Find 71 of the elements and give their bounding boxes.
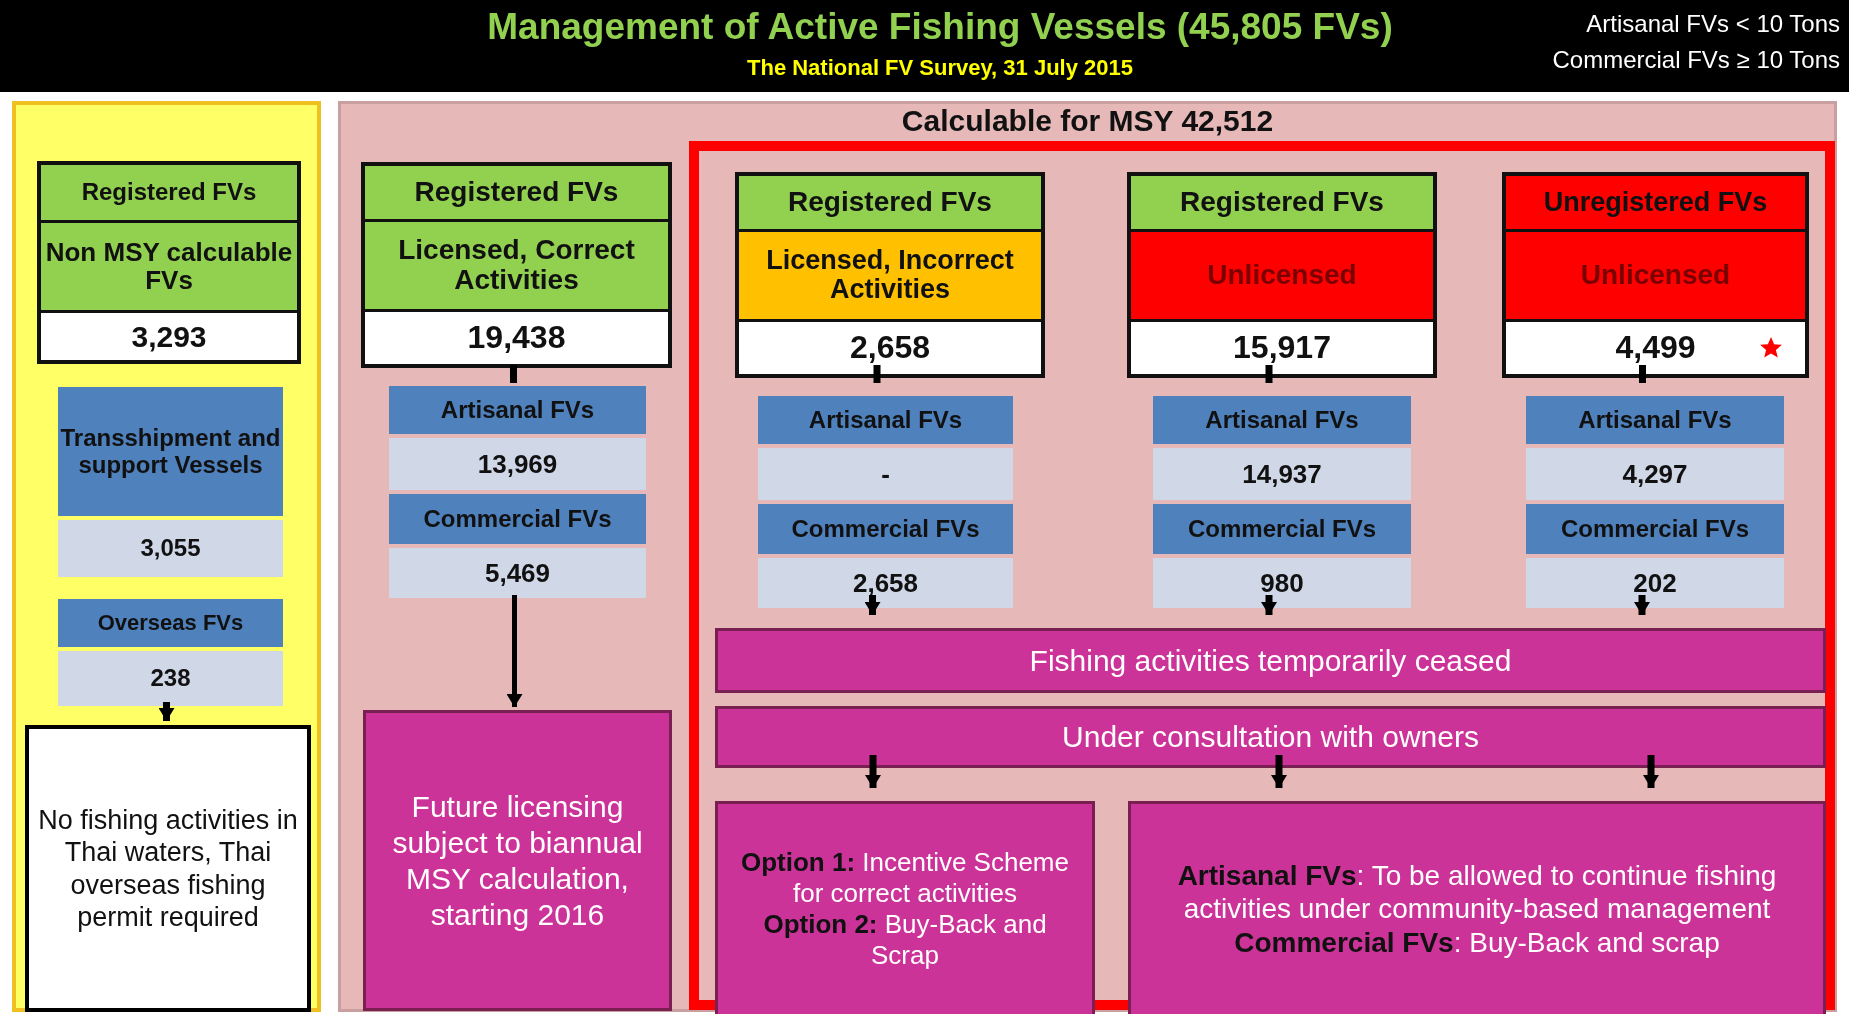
status-label: Licensed, Incorrect Activities (739, 232, 1041, 319)
category-label: Transshipment and support Vessels (58, 387, 283, 517)
count-value: 238 (58, 651, 283, 706)
process-box (715, 801, 1095, 1014)
count-value: 2,658 (758, 558, 1013, 608)
count-value: 2,658 (739, 321, 1041, 374)
category-header: Unregistered FVs (1506, 176, 1805, 230)
status-label: Non MSY calculable FVs (41, 222, 297, 310)
category-label: Commercial FVs (389, 494, 646, 544)
group-panel (12, 101, 321, 1012)
count-value: 15,917 (1131, 321, 1433, 374)
process-box (715, 706, 1826, 768)
arrow (1261, 595, 1277, 615)
category-label: Commercial FVs (1153, 504, 1411, 554)
arrow (1271, 755, 1287, 788)
process-box (1128, 801, 1826, 1014)
count-value: 19,438 (365, 311, 668, 364)
arrow (506, 595, 523, 707)
box-text: Option 1: Incentive Scheme for correct activities (740, 846, 1070, 909)
legend-note: Commercial FVs ≥ 10 Tons (1551, 46, 1840, 74)
box-text: Fishing activities temporarily ceased (1029, 642, 1512, 679)
legend-note: Artisanal FVs < 10 Tons (1585, 10, 1840, 38)
arrow (865, 755, 881, 788)
box-text: Option 2: Buy-Back and Scrap (762, 909, 1048, 972)
arrow (1634, 595, 1650, 615)
status-label: Unlicensed (1506, 232, 1805, 319)
status-label: Unlicensed (1131, 232, 1433, 319)
category-label: Overseas FVs (58, 599, 283, 648)
count-value: 3,293 (41, 312, 297, 360)
vessel-card (1502, 172, 1809, 378)
box-text: Commercial FVs: Buy-Back and scrap (1234, 925, 1720, 960)
vessel-card (37, 161, 301, 364)
category-label: Commercial FVs (758, 504, 1013, 554)
count-value: 13,969 (389, 438, 646, 490)
title: Management of Active Fishing Vessels (45,805 FVs) (486, 6, 1394, 48)
category-label: Artisanal FVs (1526, 396, 1784, 445)
group-panel (338, 101, 1837, 1012)
category-label: Artisanal FVs (389, 386, 646, 435)
vessel-card (1127, 172, 1437, 378)
process-box (715, 628, 1826, 693)
process-box (363, 710, 672, 1011)
category-label: Artisanal FVs (1153, 396, 1411, 445)
category-header: Registered FVs (41, 165, 297, 220)
arrow (864, 595, 881, 615)
connector-line (1265, 365, 1273, 383)
category-header: Registered FVs (365, 166, 668, 220)
count-value: 980 (1153, 558, 1411, 608)
box-text: Artisanal FVs: To be allowed to continue fishing activities under community-based management (1176, 858, 1778, 926)
count-value: 14,937 (1153, 448, 1411, 500)
subtitle: The National FV Survey, 31 July 2015 (746, 55, 1134, 81)
category-label: Commercial FVs (1526, 504, 1784, 554)
count-value: 3,055 (58, 520, 283, 577)
count-value: 4,297 (1526, 448, 1784, 500)
process-box (25, 725, 311, 1012)
arrow (1643, 755, 1659, 788)
category-header: Registered FVs (1131, 176, 1433, 230)
category-header: Registered FVs (739, 176, 1041, 230)
vessel-card (735, 172, 1045, 378)
status-label: Licensed, Correct Activities (365, 222, 668, 309)
box-text: No fishing activities in Thai waters, Thai overseas fishing permit required (37, 803, 299, 934)
connector-line (873, 365, 881, 383)
count-value: 202 (1526, 558, 1784, 608)
vessel-card (361, 162, 672, 368)
category-label: Artisanal FVs (758, 396, 1013, 445)
box-text: Future licensing subject to biannual MSY calculation, starting 2016 (391, 788, 644, 933)
panel-heading: Calculable for MSY 42,512 (900, 104, 1275, 138)
count-value: 5,469 (389, 548, 646, 598)
connector-line (1639, 365, 1646, 383)
box-text: Under consultation with owners (1062, 719, 1479, 755)
count-value: - (758, 448, 1013, 500)
count-value: 4,499 (1506, 321, 1805, 374)
